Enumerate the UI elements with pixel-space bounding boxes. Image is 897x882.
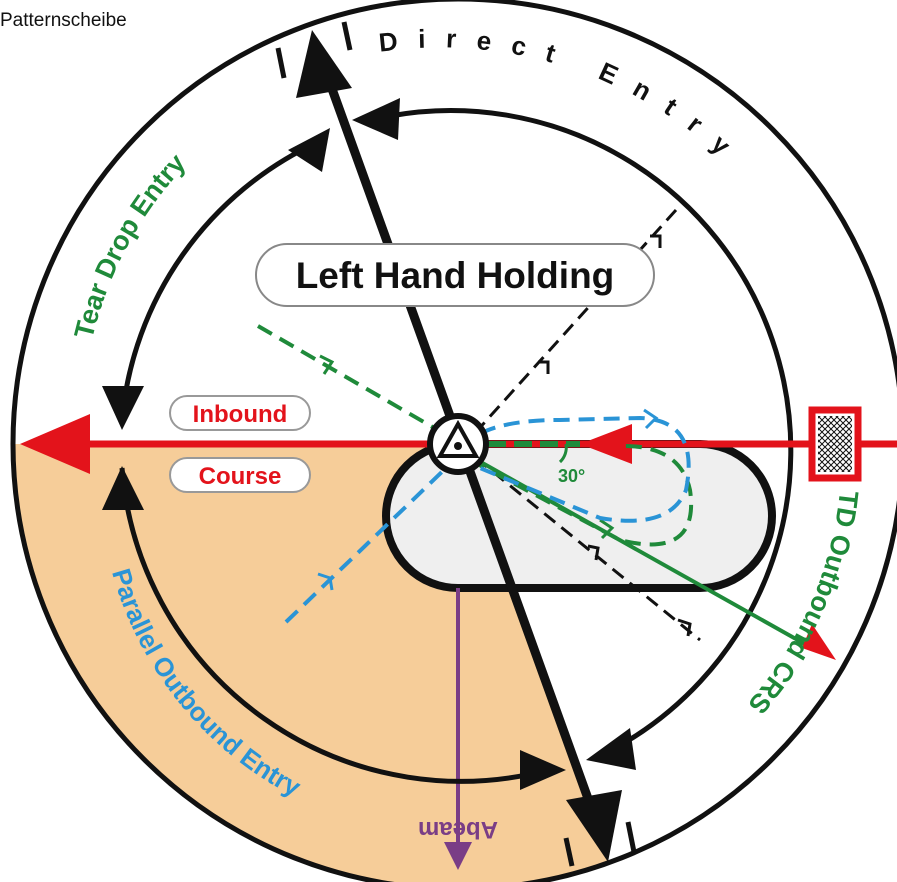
image-caption: Patternscheibe [0,10,127,31]
td-outbound-arrow [802,624,836,660]
abeam-line [444,588,472,870]
course-text: Course [199,463,282,490]
abeam-label: Abeam [418,816,498,843]
sector-ticks [275,21,637,867]
inbound-text: Inbound [193,401,288,428]
entry-arcs [119,108,794,784]
entry-arc-arrowheads [102,98,636,790]
angle-label: 30° [558,466,585,486]
fix-beacon-icon [427,413,489,475]
hatched-marker-icon [808,406,862,482]
direct-entry-track [474,208,701,642]
diagram-title: Left Hand Holding [296,255,615,296]
title-pill: Left Hand Holding [255,243,655,307]
inbound-label: Inbound [169,395,311,431]
course-label: Course [169,457,311,493]
parallel-entry-track [284,415,691,624]
